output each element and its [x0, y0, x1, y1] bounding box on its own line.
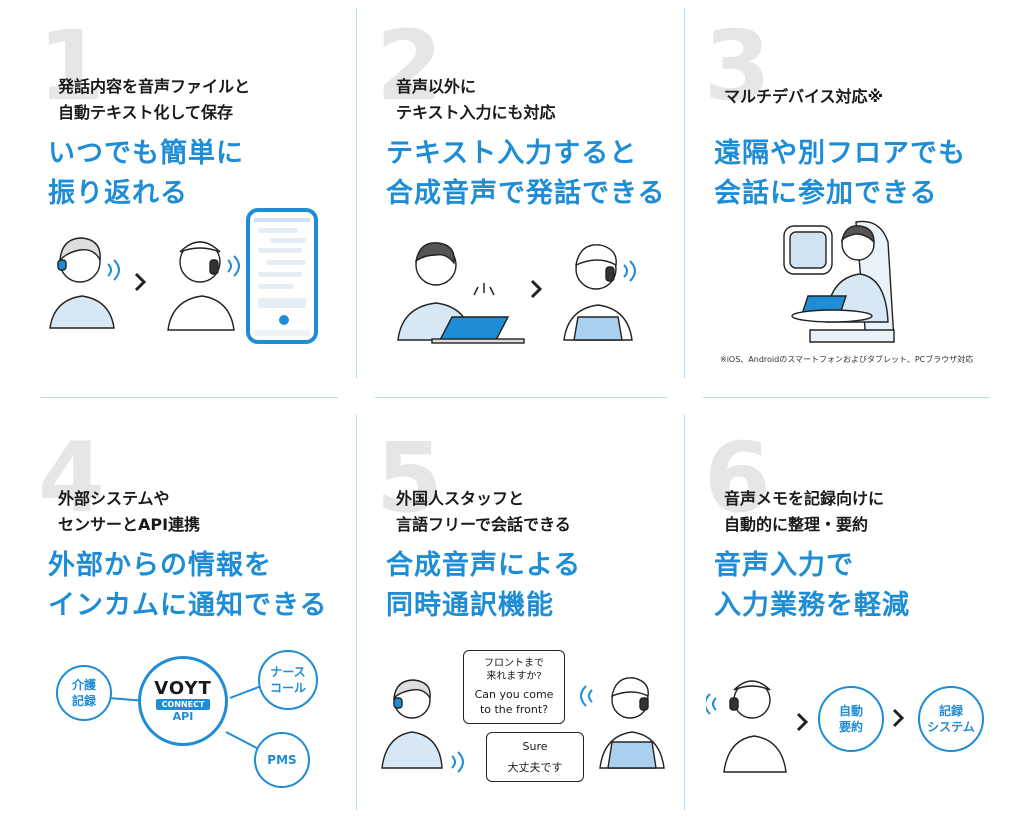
card-headline: いつでも簡単に 振り返れる	[48, 138, 244, 209]
nurse-icon	[167, 241, 235, 331]
illustration-text-to-speech	[397, 242, 636, 344]
node-nurse-call: ナース コール	[258, 650, 318, 710]
card-headline: 音声入力で 入力業務を軽減	[714, 550, 910, 621]
feature-card-6: 6 音声メモを記録向けに 自動的に整理・要約 音声入力で 入力業務を軽減	[704, 430, 1004, 810]
office-worker-icon	[49, 237, 115, 329]
bubble-request-en: Can you come to the front?	[474, 688, 554, 716]
arrow-icon	[892, 708, 905, 728]
card-number: 2	[376, 10, 443, 122]
arrow-icon	[530, 279, 543, 299]
bubble-reply-en: Sure	[522, 740, 548, 753]
card-subtitle: 外部システムや センサーとAPI連携	[58, 489, 201, 534]
card-headline: 遠隔や別フロアでも 会話に参加できる	[714, 138, 966, 209]
divider-v2	[684, 8, 685, 378]
card-headline: 合成音声による 同時通訳機能	[386, 550, 582, 621]
feature-card-1: 1 発話内容を音声ファイルと 自動テキスト化して保存 いつでも簡単に 振り返れる	[38, 18, 338, 398]
illustration-translation	[381, 677, 665, 773]
feature-card-4: 4 外部システムや センサーとAPI連携 外部からの情報を インカムに通知できる	[38, 430, 338, 810]
speech-bubble-request: フロントまで 来れますか? Can you come to the front?	[463, 650, 565, 724]
divider-h1	[40, 397, 338, 398]
staff-icon	[599, 677, 665, 769]
illustration-summary	[706, 680, 809, 773]
voyt-logo: VOYT	[154, 677, 212, 699]
speech-bubble-reply: Sure 大丈夫です	[486, 732, 584, 782]
smartphone-icon	[246, 208, 318, 344]
arrow-icon	[134, 272, 147, 292]
laptop-user-icon	[397, 242, 525, 344]
staff-icon	[563, 244, 633, 341]
card-number: 3	[704, 10, 771, 122]
card-subtitle: 外国人スタッフと 言語フリーで会話できる	[396, 489, 571, 534]
illustration-remote	[783, 220, 895, 343]
card-number: 1	[38, 10, 105, 122]
illustration-playback	[49, 208, 318, 344]
nurse-icon	[723, 680, 787, 773]
card-number: 6	[704, 422, 771, 534]
device-note: ※iOS、Androidのスマートフォンおよびタブレット、PCブラウザ対応	[720, 355, 974, 364]
divider-h3	[703, 397, 989, 398]
divider-v3	[356, 415, 357, 810]
office-worker-icon	[381, 679, 443, 769]
connect-band: CONNECT	[155, 698, 211, 710]
train-seat-icon	[783, 220, 895, 343]
node-pms: PMS	[254, 732, 310, 788]
card-headline: 外部からの情報を インカムに通知できる	[48, 550, 328, 621]
divider-v1	[356, 8, 357, 378]
card-subtitle: 発話内容を音声ファイルと 自動テキスト化して保存	[58, 77, 251, 122]
card-subtitle: マルチデバイス対応※	[724, 87, 884, 106]
node-care-record: 介護 記録	[56, 665, 112, 721]
card-number: 5	[376, 422, 443, 534]
arrow-icon	[796, 712, 809, 732]
feature-card-3: 3 マルチデバイス対応※ 遠隔や別フロアでも 会話に参加できる	[704, 18, 1004, 398]
divider-h2	[375, 397, 667, 398]
businessman-icon	[791, 225, 889, 323]
card-headline: テキスト入力すると 合成音声で発話できる	[386, 138, 666, 209]
card-subtitle: 音声メモを記録向けに 自動的に整理・要約	[724, 489, 885, 534]
api-label: API	[172, 709, 194, 723]
step-auto-summary: 自動 要約	[818, 686, 884, 752]
card-subtitle: 音声以外に テキスト入力にも対応	[396, 77, 556, 122]
voyt-connect-hub: VOYT CONNECT API	[138, 656, 228, 746]
card-number: 4	[38, 422, 105, 534]
bubble-reply-ja: 大丈夫です	[507, 761, 563, 774]
feature-card-2: 2 音声以外に テキスト入力にも対応 テキスト入力すると 合成音声で発話できる	[376, 18, 676, 398]
bubble-request-ja: フロントまで 来れますか?	[484, 658, 544, 682]
divider-v4	[684, 415, 685, 810]
feature-card-5: 5 外国人スタッフと 言語フリーで会話できる 合成音声による 同時通訳機能	[376, 430, 676, 810]
step-record-system: 記録 システム	[918, 686, 984, 752]
